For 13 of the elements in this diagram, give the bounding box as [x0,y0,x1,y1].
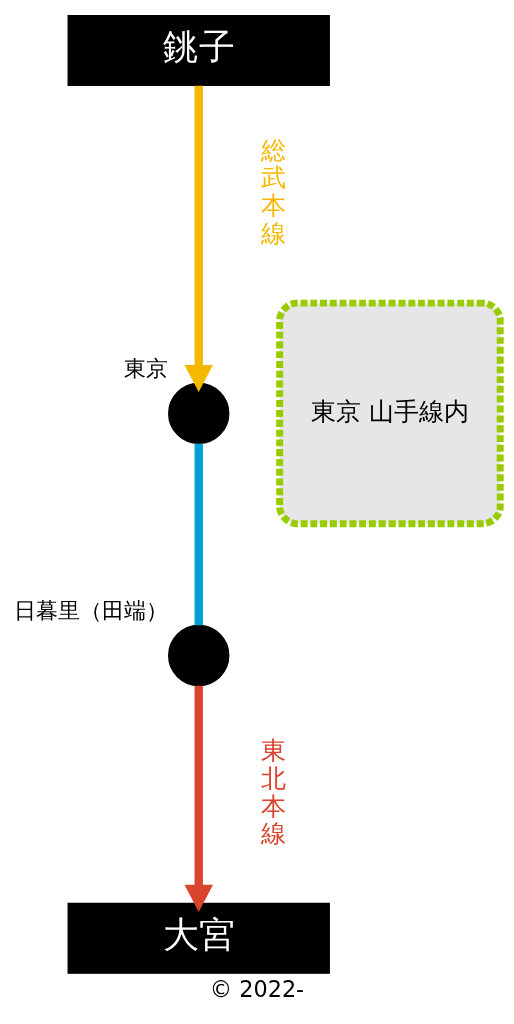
edge-label: 総武本線 [260,135,286,248]
connector [194,443,203,625]
caption: © 2022- [209,975,305,1002]
arrow [184,85,213,392]
node-box: 東京 山手線内 [276,299,504,527]
node-label: 東京 [124,354,169,381]
arrow [184,685,213,912]
node-box: 銚子 [67,14,330,86]
node-box: 大宮 [67,902,330,974]
node-label: 日暮里（田端） [14,596,169,623]
node-circle [168,624,230,686]
node-circle [168,382,230,444]
edge-label: 東北本線 [260,735,286,848]
